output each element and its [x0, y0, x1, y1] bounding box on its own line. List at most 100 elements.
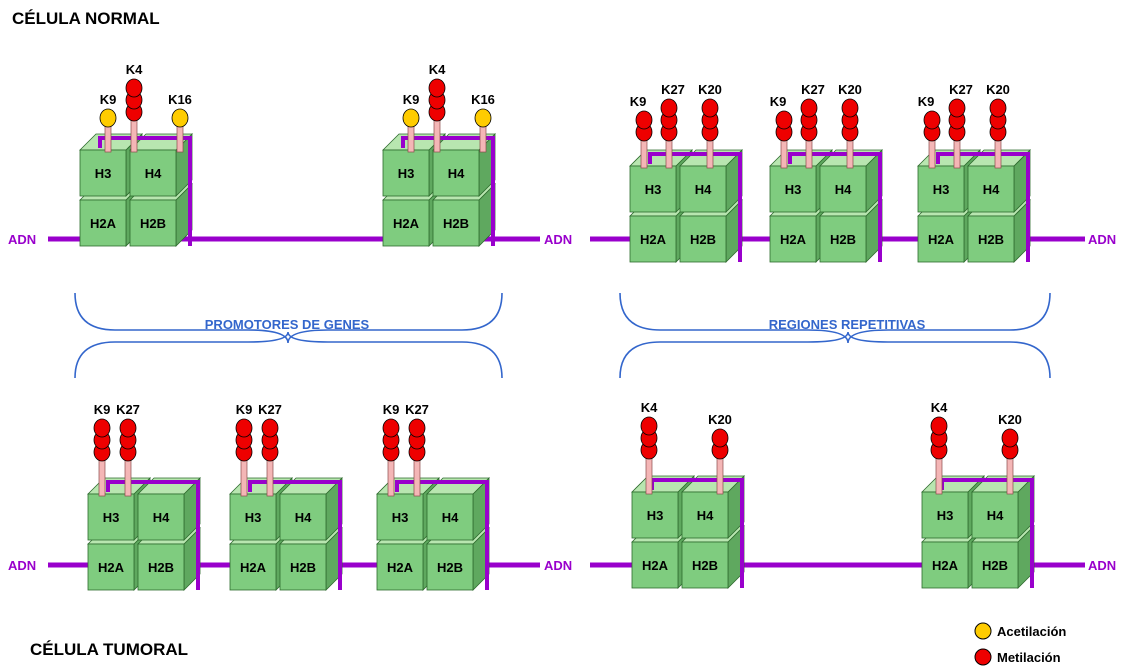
- site-label: K16: [471, 92, 495, 107]
- histone-label: H3: [95, 166, 112, 181]
- site-label: K27: [801, 82, 825, 97]
- histone-h4: H4: [427, 478, 489, 540]
- methylation-mark: [120, 419, 136, 437]
- histone-label: H2B: [690, 232, 716, 247]
- histone-label: H2A: [240, 560, 267, 575]
- dna-label-normal-mid: ADN: [544, 232, 572, 247]
- methylation-mark: [949, 99, 965, 117]
- site-label: K27: [258, 402, 282, 417]
- site-label: K4: [429, 62, 446, 77]
- histone-label: H3: [933, 182, 950, 197]
- title-tumor-cell: CÉLULA TUMORAL: [30, 640, 188, 659]
- methylation-mark: [641, 417, 657, 435]
- histone-label: H4: [983, 182, 1000, 197]
- histone-label: H2A: [393, 216, 420, 231]
- site-label: K27: [949, 82, 973, 97]
- site-label: K9: [100, 92, 117, 107]
- legend: Acetilación Metilación: [975, 623, 1066, 665]
- histone-label: H3: [103, 510, 120, 525]
- nucleosome-tumor-promoter-2: H2AH2BH3H4K9K27: [230, 402, 342, 590]
- acetylation-mark: [403, 109, 419, 127]
- site-label: K20: [838, 82, 862, 97]
- site-label: K9: [918, 94, 935, 109]
- nucleosome-tumor-promoter-1: H2AH2BH3H4K9K27: [88, 402, 200, 590]
- histone-label: H2A: [387, 560, 414, 575]
- histone-h4: H4: [682, 476, 744, 538]
- site-label: K16: [168, 92, 192, 107]
- histone-label: H4: [835, 182, 852, 197]
- methylation-mark: [94, 419, 110, 437]
- histone-label: H2A: [640, 232, 667, 247]
- bracket-label-repetitive: REGIONES REPETITIVAS: [769, 317, 926, 332]
- site-label: K9: [383, 402, 400, 417]
- histone-label: H2B: [443, 216, 469, 231]
- histone-label: H2B: [140, 216, 166, 231]
- acetylation-mark: [100, 109, 116, 127]
- site-label: K20: [998, 412, 1022, 427]
- bracket-label-promoters: PROMOTORES DE GENES: [205, 317, 370, 332]
- histone-label: H3: [937, 508, 954, 523]
- site-label: K9: [403, 92, 420, 107]
- acetylation-mark: [475, 109, 491, 127]
- histone-label: H3: [245, 510, 262, 525]
- methylation-mark: [661, 99, 677, 117]
- histone-label: H2A: [642, 558, 669, 573]
- histone-label: H2A: [98, 560, 125, 575]
- nucleosome-tumor-repeat-2: H2AH2BH3H4K4K20: [922, 400, 1034, 588]
- nucleosome-tumor-promoter-3: H2A H2B H3 H4 K9 K27: [377, 402, 489, 590]
- methylation-mark: [262, 419, 278, 437]
- legend-acetylation-label: Acetilación: [997, 624, 1066, 639]
- title-normal-cell: CÉLULA NORMAL: [12, 9, 160, 28]
- methylation-mark: [924, 111, 940, 129]
- site-label: K27: [405, 402, 429, 417]
- methylation-mark: [1002, 429, 1018, 447]
- methylation-mark: [931, 417, 947, 435]
- site-label: K20: [986, 82, 1010, 97]
- methylation-mark: [702, 99, 718, 117]
- site-label: K27: [116, 402, 140, 417]
- site-label: K4: [126, 62, 143, 77]
- histone-label: H2A: [928, 232, 955, 247]
- histone-label: H3: [398, 166, 415, 181]
- histone-label: H2A: [932, 558, 959, 573]
- nucleosome-normal-repeat-3: H2AH2BH3H4K9K27K20: [918, 82, 1030, 262]
- methylation-mark: [801, 99, 817, 117]
- site-label: K20: [698, 82, 722, 97]
- histone-label: H2B: [437, 560, 463, 575]
- bracket-promoters: [75, 293, 502, 378]
- methylation-mark: [712, 429, 728, 447]
- site-label: K9: [770, 94, 787, 109]
- histone-label: H3: [785, 182, 802, 197]
- histone-label: H2B: [148, 560, 174, 575]
- acetylation-mark: [172, 109, 188, 127]
- dna-label-tumor-mid: ADN: [544, 558, 572, 573]
- histone-label: H2B: [982, 558, 1008, 573]
- histone-label: H2B: [692, 558, 718, 573]
- methylation-mark: [776, 111, 792, 129]
- histone-label: H4: [987, 508, 1004, 523]
- site-label: K9: [94, 402, 111, 417]
- methylation-mark: [409, 419, 425, 437]
- histone-label: H4: [442, 510, 459, 525]
- dna-label-normal-right: ADN: [1088, 232, 1116, 247]
- methylation-mark: [126, 79, 142, 97]
- bracket-repetitive: [620, 293, 1050, 378]
- dna-label-tumor-left: ADN: [8, 558, 36, 573]
- histone-label: H3: [392, 510, 409, 525]
- histone-label: H2A: [90, 216, 117, 231]
- dna-label-tumor-right: ADN: [1088, 558, 1116, 573]
- acetylation-legend-icon: [975, 623, 991, 639]
- site-label: K9: [236, 402, 253, 417]
- histone-label: H4: [697, 508, 714, 523]
- histone-label: H3: [647, 508, 664, 523]
- methylation-mark: [236, 419, 252, 437]
- methylation-legend-icon: [975, 649, 991, 665]
- histone-label: H4: [295, 510, 312, 525]
- methylation-mark: [990, 99, 1006, 117]
- site-label: K9: [630, 94, 647, 109]
- methylation-mark: [429, 79, 445, 97]
